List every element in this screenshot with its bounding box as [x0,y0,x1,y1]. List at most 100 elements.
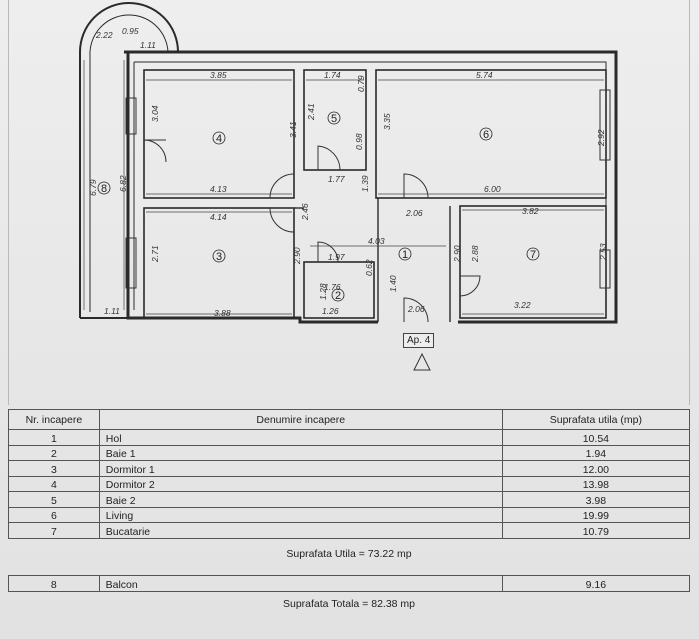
dim-text: 2.22 [95,30,113,40]
cell-area: 9.16 [501,575,691,592]
cell-area: 10.54 [501,429,691,446]
door-hall-left [269,173,295,199]
room-2-outline [303,261,375,319]
cell-name: Baie 2 [98,491,503,508]
cell-nr: 2 [8,444,100,461]
table-header-row: Nr. incapere Denumire incapere Suprafata… [8,409,691,430]
header-room-number: Nr. incapere [8,409,100,430]
room-number-circle [97,181,111,195]
dim-text: 0.62 [364,259,374,276]
dim-text: 1.40 [388,275,398,292]
dim-text: 2.90 [452,245,462,263]
cell-area: 3.98 [501,491,691,508]
dim-text: 3.88 [214,308,231,318]
cell-nr: 5 [8,491,100,508]
door-room-4 [143,139,167,163]
dim-text: 2.06 [405,208,423,218]
room-7-outline [459,205,607,319]
window-room-3 [125,237,137,289]
dim-text: 2.90 [292,247,302,265]
cell-area: 1.94 [501,444,691,461]
door-entrance [403,297,429,323]
apartment-label: Ap. 4 [403,333,435,348]
outer-wall [124,50,618,324]
room-number-circle [212,249,226,263]
dim-text: 3.41 [288,121,298,138]
rooms-table: Nr. incapere Denumire incapere Suprafata… [8,409,691,539]
header-room-name: Denumire incapere [98,409,503,430]
table-row: 1 Hol 10.54 [8,429,691,446]
dim-text: 0.79 [356,75,366,92]
room-number-8: 8 [101,183,107,195]
room-number-circle [398,247,412,261]
dim-text: 1.76 [324,282,341,292]
window-kitchen [599,249,611,289]
dim-text: 6.00 [484,184,501,194]
header-area: Suprafata utila (mp) [501,409,691,430]
dim-text: 1.11 [104,306,120,316]
dim-text: 5.74 [476,70,493,80]
right-border-line [689,0,690,405]
cell-area: 10.79 [501,522,691,539]
dim-text: 3.82 [522,206,539,216]
dim-text: 2.06 [407,304,425,314]
cell-nr: 4 [8,475,100,492]
balcony-table: 8 Balcon 9.16 [8,575,691,592]
room-4-outline [143,69,295,199]
balcony-inner [89,14,169,312]
room-number-1: 1 [402,249,408,261]
window-living [599,89,611,161]
balcony-outline [79,2,179,318]
dim-text: 0.95 [122,26,139,36]
cell-nr: 7 [8,522,100,539]
window-room-4 [125,97,137,135]
cell-nr: 1 [8,429,100,446]
dim-text: 6.82 [118,175,128,192]
table-row: 8 Balcon 9.16 [8,575,691,592]
door-room-5 [317,145,341,171]
cell-name: Living [98,506,503,523]
cell-area: 12.00 [501,460,691,477]
cell-nr: 3 [8,460,100,477]
cell-name: Baie 1 [98,444,503,461]
cell-name: Dormitor 2 [98,475,503,492]
dim-text: 3.85 [210,70,227,80]
room-5-outline [303,69,367,171]
room-number-circle [327,111,341,125]
room-number-3: 3 [216,251,222,263]
room-6-outline [375,69,607,199]
room-number-2: 2 [335,290,341,302]
door-room-3 [269,207,295,233]
dim-text: 4.13 [210,184,227,194]
room-number-circle [479,127,493,141]
dim-text: 1.77 [328,174,345,184]
dim-text: 2.46 [300,203,310,221]
cell-name: Balcon [98,575,503,592]
door-kitchen [459,275,481,297]
left-border-line [8,0,9,405]
room-3-outline [143,207,295,319]
dim-text: 2.88 [470,245,480,263]
dim-text: 4.03 [368,236,385,246]
door-bath-1 [317,241,339,263]
dim-text: 1.39 [360,175,370,192]
door-living [403,173,429,199]
dim-text: 3.04 [150,105,160,122]
cell-name: Dormitor 1 [98,460,503,477]
dim-text: 3.35 [382,113,392,130]
dim-text: 2.41 [306,103,316,121]
table-row: 7 Bucatarie 10.79 [8,522,691,539]
cell-nr: 6 [8,506,100,523]
dim-text: 0.98 [354,133,364,150]
cell-name: Bucatarie [98,522,503,539]
table-row: 2 Baie 1 1.94 [8,444,691,461]
floor-plan: 2.22 1.11 0.95 6.79 6.82 1.11 3.85 3.04 … [79,2,618,324]
room-number-4: 4 [216,133,222,145]
dim-text: 3.22 [514,300,531,310]
table-row: 6 Living 19.99 [8,506,691,523]
table-row: 3 Dormitor 1 12.00 [8,460,691,477]
total-area: Suprafata Totala = 82.38 mp [282,598,416,610]
dim-text: 2.92 [596,129,606,147]
dim-text: 6.79 [88,179,98,196]
dim-text: 2.71 [150,245,160,263]
